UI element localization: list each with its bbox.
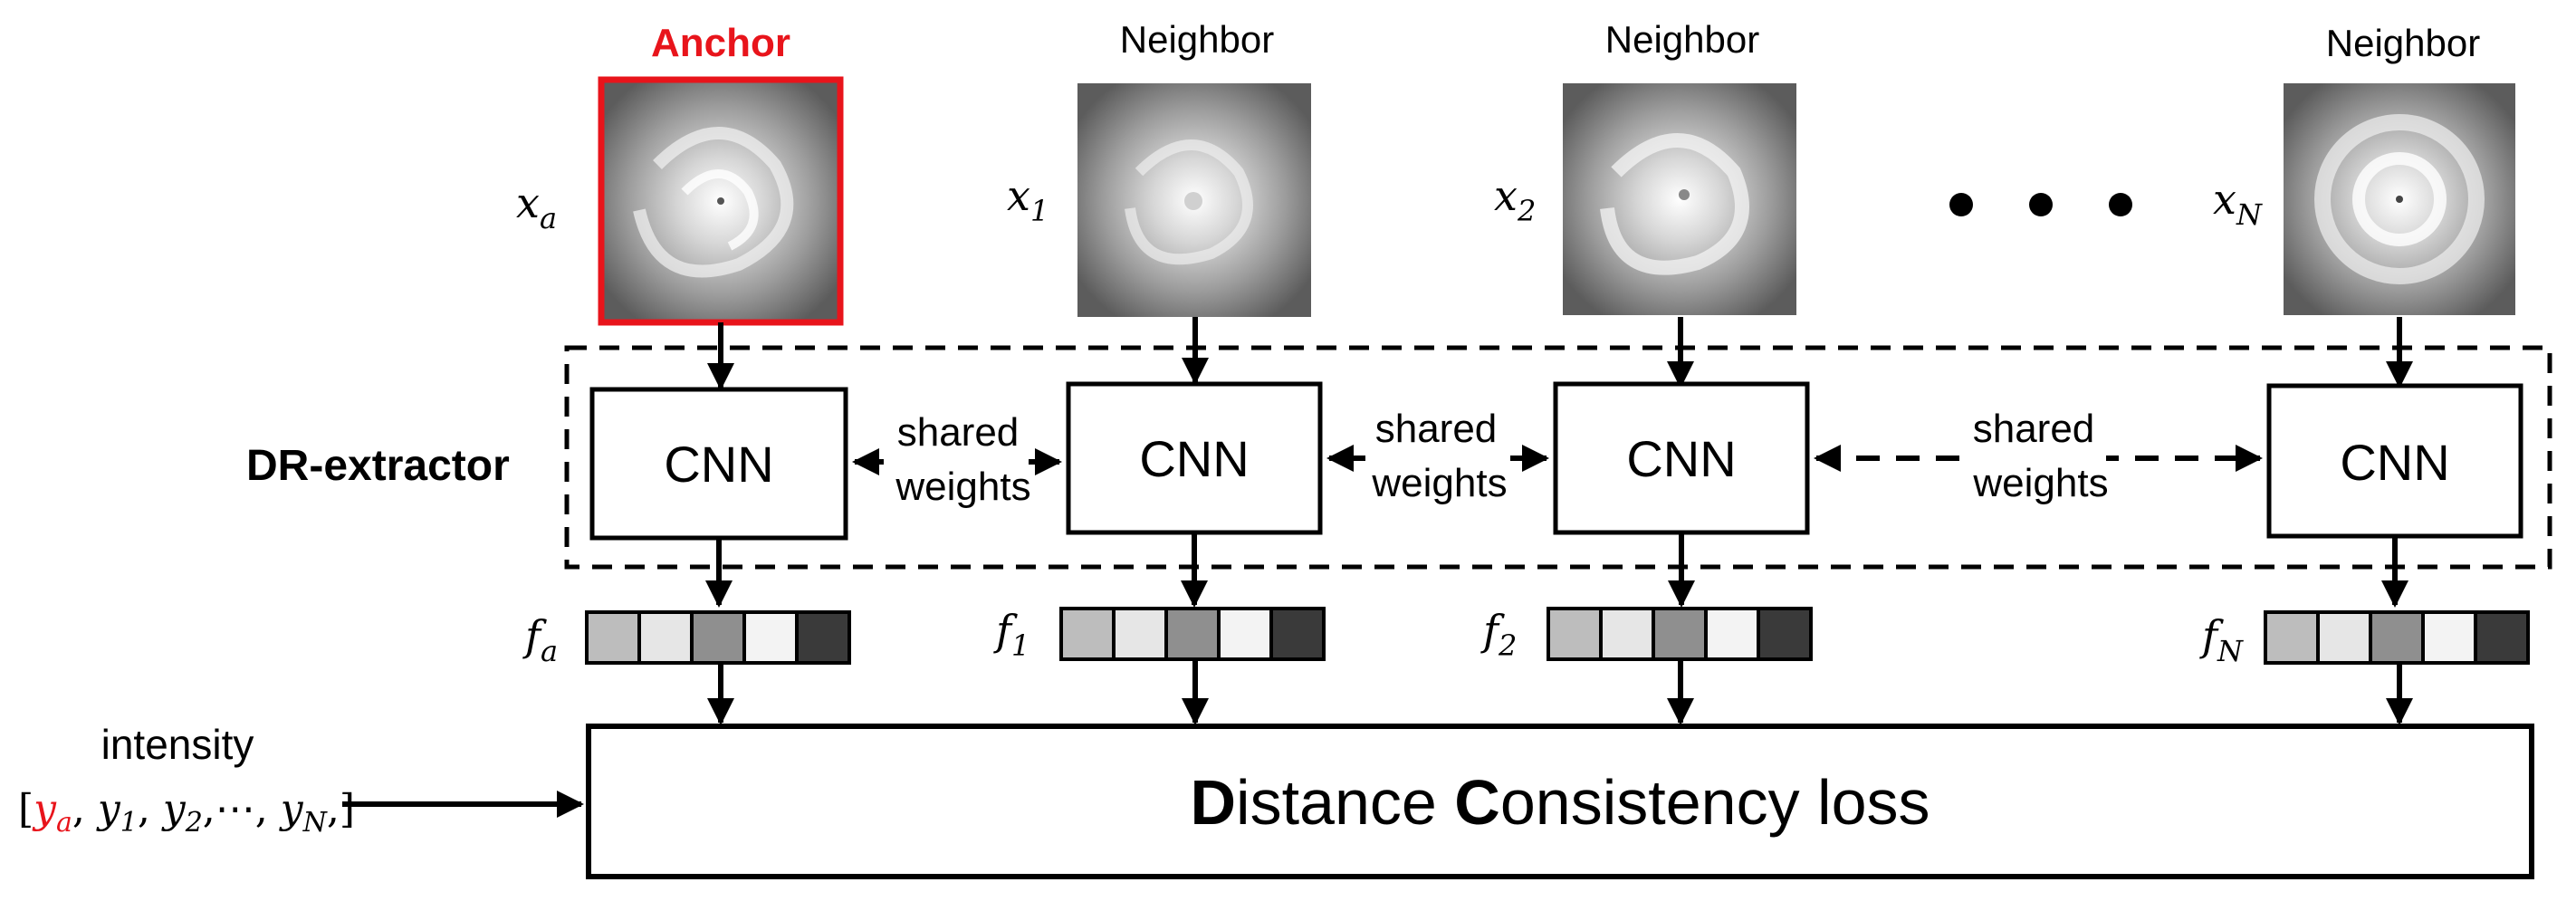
anchor-label: Anchor	[651, 21, 790, 65]
input-symbol-n: xN	[2213, 175, 2263, 232]
image-to-cnn-arrows	[707, 317, 2413, 390]
cnn-label: CNN	[664, 436, 773, 493]
feature-cell	[1652, 607, 1708, 661]
input-symbol-anchor: xa	[516, 178, 557, 235]
feature-cell	[1164, 607, 1221, 661]
neighbor-label-2: Neighbor	[1605, 18, 1759, 61]
feature-cell	[1599, 607, 1655, 661]
ellipsis-dot	[2109, 193, 2132, 216]
cnn-block-anchor: CNN	[589, 387, 848, 541]
intensity-vector: [ya, y1, y2,⋯, yN,]	[18, 786, 355, 839]
shared-label: shared	[1375, 407, 1498, 451]
feature-symbol-2: f2	[1480, 606, 1517, 663]
feature-cell	[1704, 607, 1760, 661]
feature-cell	[1217, 607, 1273, 661]
intensity-label: intensity	[101, 721, 254, 768]
shared-weights-label-3: shared weights	[1961, 404, 2109, 505]
feature-cell	[1059, 607, 1116, 661]
feature-vector-1	[1059, 607, 1326, 661]
input-symbol-1: x1	[1007, 171, 1049, 228]
feature-cell	[690, 610, 746, 665]
feature-symbol-n: fN	[2199, 611, 2244, 668]
satellite-image-1	[1077, 83, 1311, 317]
cnn-block-2: CNN	[1553, 381, 1810, 535]
cnn-block-n: CNN	[2266, 383, 2523, 539]
feature-cell	[742, 610, 799, 665]
shared-weights-label-2: shared weights	[1365, 404, 1510, 505]
feature-cell	[585, 610, 641, 665]
feature-cell	[2474, 610, 2530, 665]
shared-label: shared	[897, 410, 1020, 455]
feature-cell	[1269, 607, 1326, 661]
weights-label: weights	[895, 465, 1030, 509]
feature-cell	[2264, 610, 2320, 665]
feature-to-loss-arrows	[707, 661, 2413, 725]
neighbor-label-1: Neighbor	[1120, 18, 1274, 61]
ellipsis-dot	[2029, 193, 2053, 216]
cnn-label: CNN	[2340, 434, 2449, 491]
feature-cell	[2421, 610, 2477, 665]
feature-cell	[1547, 607, 1603, 661]
cnn-to-feature-arrows	[705, 532, 2408, 608]
feature-vector-2	[1547, 607, 1813, 661]
dr-extractor-box	[564, 345, 2552, 570]
distance-consistency-loss-box: Distance Consistency loss	[586, 724, 2534, 879]
neighbor-label-n: Neighbor	[2326, 22, 2480, 64]
feature-vector-anchor	[585, 610, 851, 665]
feature-cell	[795, 610, 851, 665]
loss-label: Distance Consistency loss	[1190, 767, 1930, 838]
ellipsis-dot	[1949, 193, 1973, 216]
shared-label: shared	[1973, 407, 2095, 451]
weights-label: weights	[1371, 461, 1507, 505]
feature-cell	[2316, 610, 2372, 665]
satellite-image-2	[1563, 83, 1796, 315]
feature-symbol-1: f1	[993, 606, 1029, 663]
feature-cell	[1757, 607, 1813, 661]
feature-cell	[637, 610, 694, 665]
shared-weights-label-1: shared weights	[884, 408, 1031, 509]
cnn-label: CNN	[1626, 430, 1736, 487]
weights-label: weights	[1972, 461, 2108, 505]
feature-symbol-anchor: fa	[522, 611, 558, 668]
satellite-image-n	[2284, 83, 2515, 315]
feature-vector-n	[2264, 610, 2530, 665]
input-symbol-2: x2	[1494, 171, 1536, 228]
cnn-block-1: CNN	[1066, 381, 1323, 535]
feature-cell	[1112, 607, 1168, 661]
dr-extractor-label: DR-extractor	[246, 442, 510, 490]
cnn-label: CNN	[1139, 430, 1249, 487]
satellite-image-anchor	[598, 76, 844, 326]
feature-cell	[2369, 610, 2425, 665]
